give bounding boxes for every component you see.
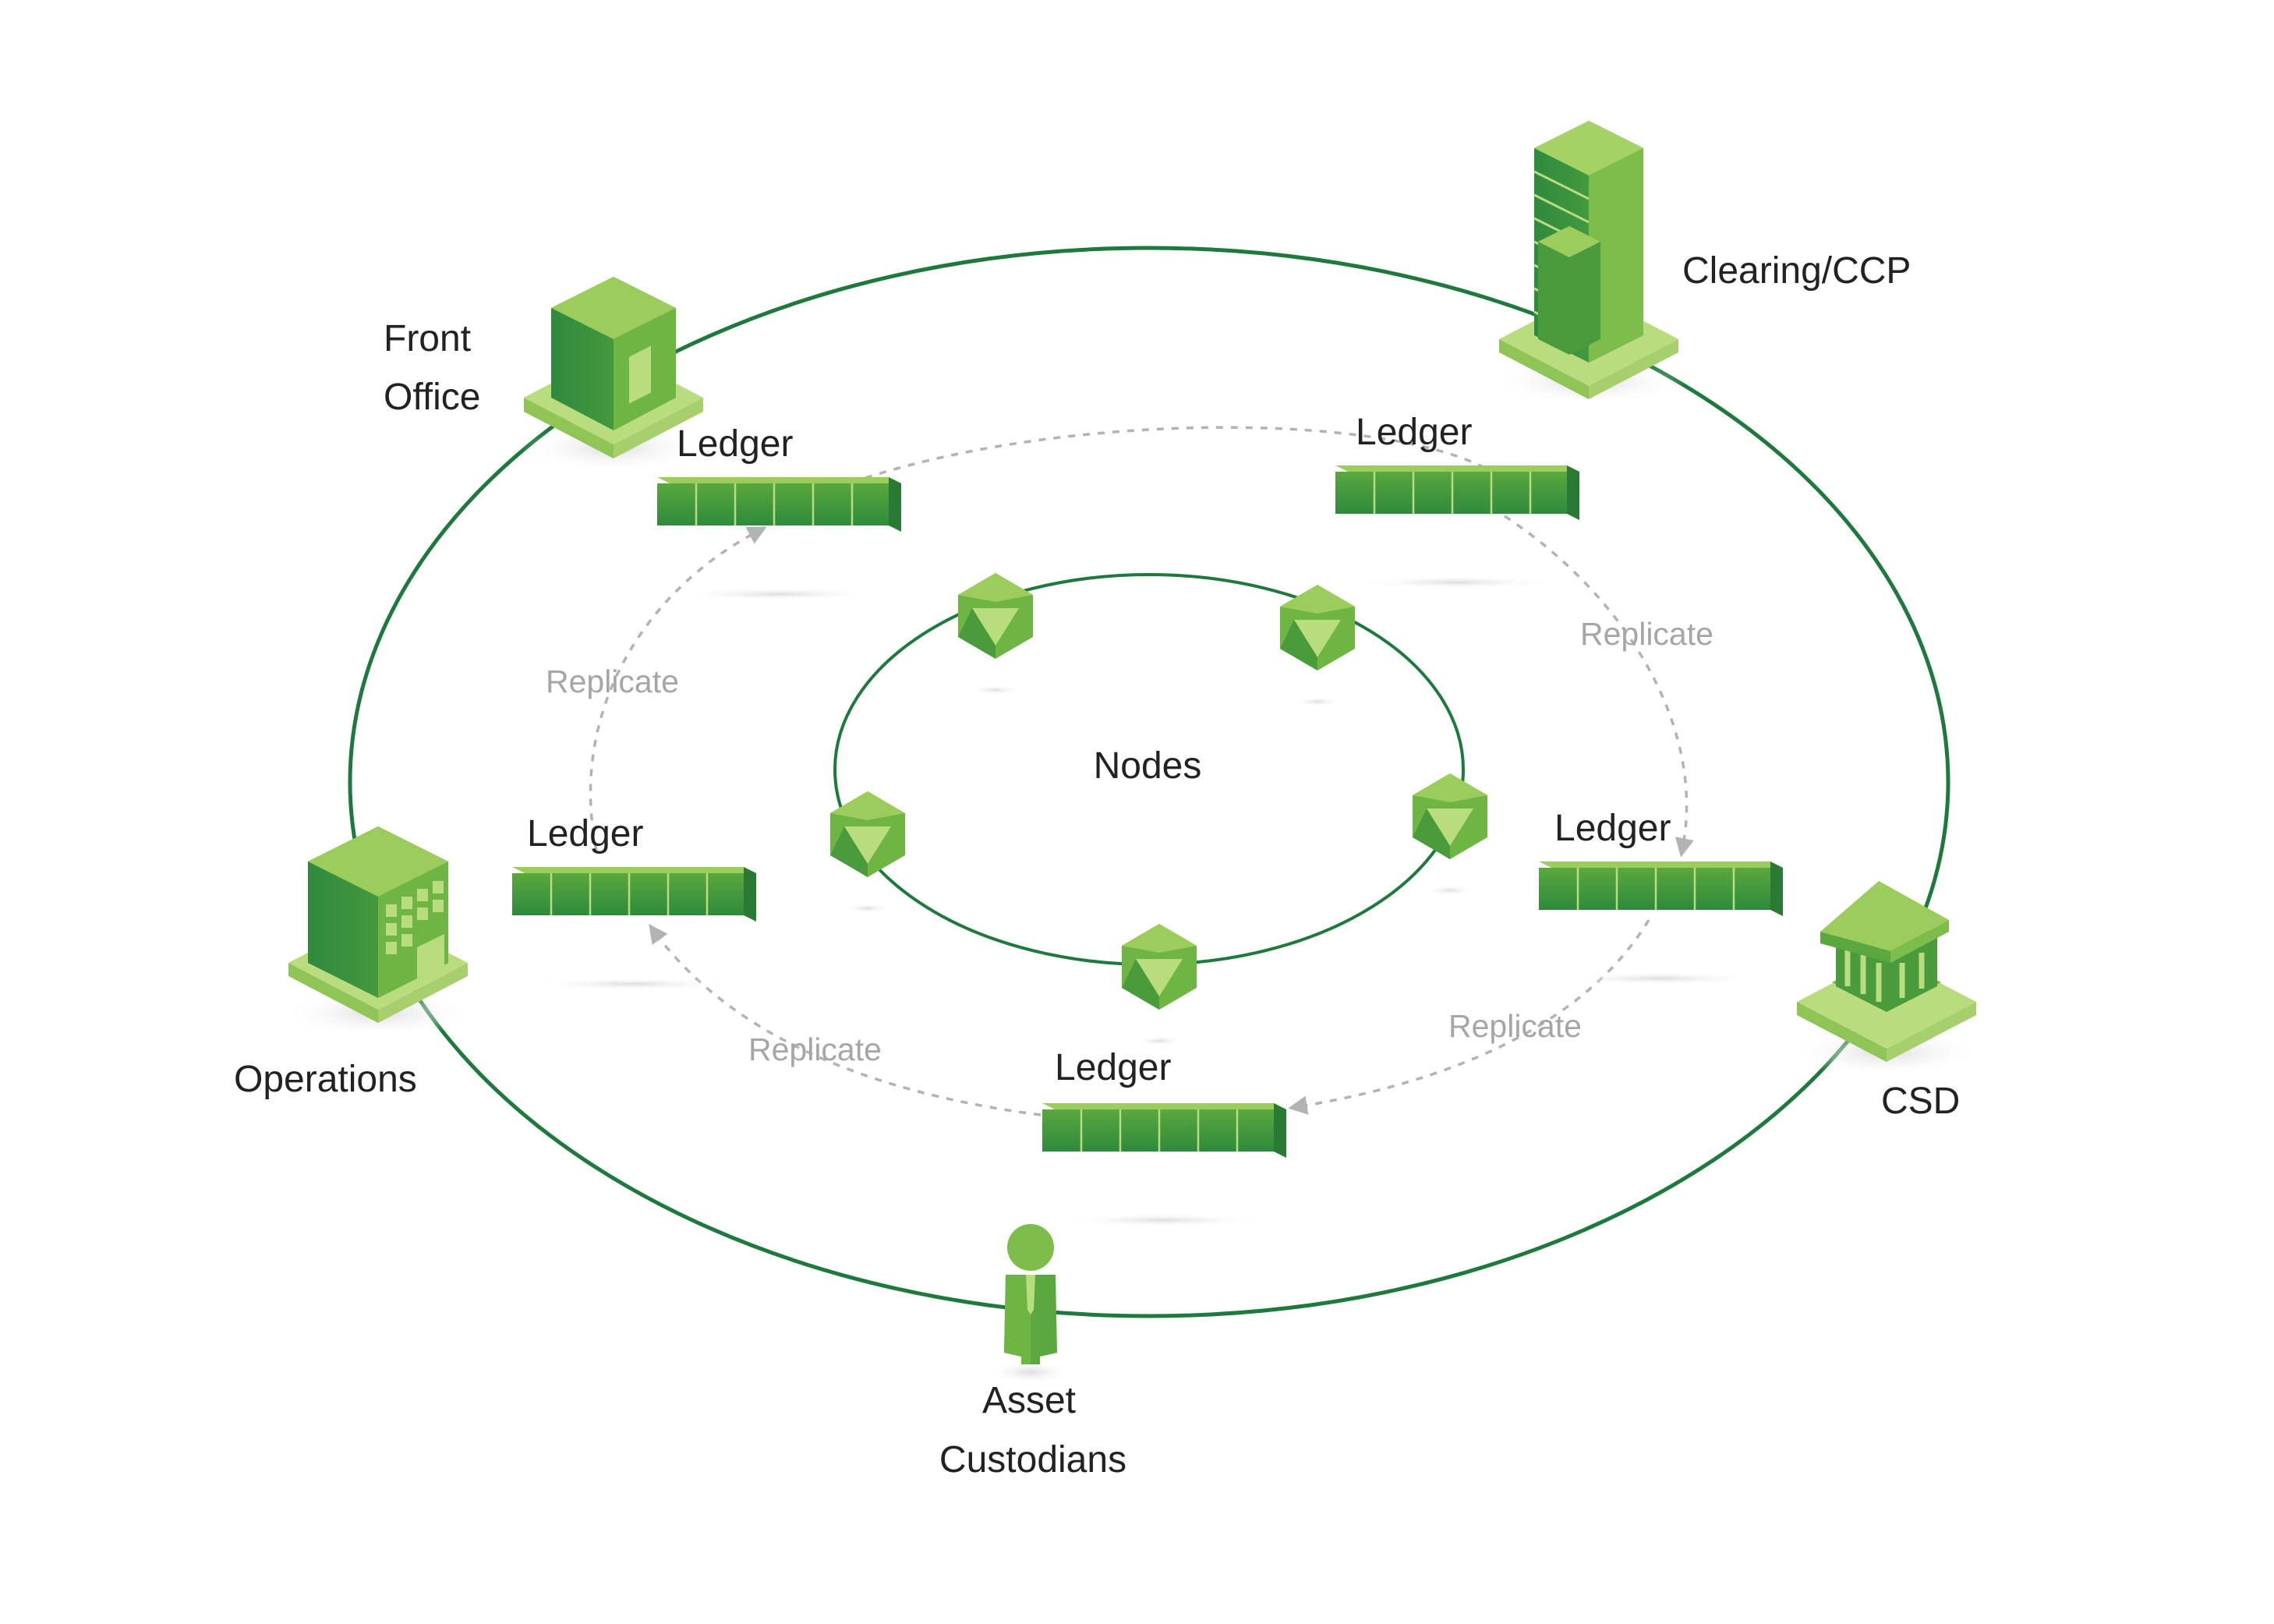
nodes-label: Nodes bbox=[1094, 745, 1202, 787]
replicate-arrow bbox=[1504, 515, 1694, 858]
csd-bank-icon bbox=[1789, 881, 1984, 1076]
replicate-label: Replicate bbox=[1448, 1008, 1582, 1044]
csd-label: CSD bbox=[1881, 1081, 1960, 1122]
ledger-icon bbox=[1042, 1103, 1286, 1226]
ledger-icon bbox=[1335, 465, 1579, 589]
node-icon bbox=[1122, 924, 1197, 1046]
node-icon bbox=[958, 573, 1033, 695]
front-office-label-line2: Office bbox=[384, 377, 481, 418]
ledger-icon bbox=[657, 477, 901, 600]
clearing-skyscraper-icon bbox=[1491, 121, 1686, 405]
ledger-icon bbox=[512, 867, 756, 990]
front-office-label-line1: Front bbox=[384, 318, 471, 359]
replicate-arrow bbox=[1288, 919, 1650, 1115]
replicate-arrow bbox=[649, 924, 1042, 1116]
replicate-arrow bbox=[589, 526, 767, 851]
node-icon bbox=[830, 791, 905, 913]
replicate-arrow bbox=[865, 426, 1514, 489]
front-office-icon bbox=[520, 277, 707, 472]
ledger-label: Ledger bbox=[527, 813, 643, 854]
asset-custodians-label-line2: Custodians bbox=[939, 1439, 1126, 1481]
asset-custodians-person-icon bbox=[988, 1224, 1073, 1384]
ledger-label: Ledger bbox=[1356, 412, 1472, 453]
replicate-label: Replicate bbox=[546, 663, 679, 699]
replicate-label: Replicate bbox=[748, 1031, 882, 1067]
ledger-label: Ledger bbox=[1554, 808, 1671, 849]
replication-loop bbox=[589, 426, 1694, 1116]
ledger-label: Ledger bbox=[1055, 1047, 1171, 1088]
replicate-label: Replicate bbox=[1580, 616, 1713, 652]
asset-custodians-label-line1: Asset bbox=[982, 1380, 1076, 1421]
node-icon bbox=[1280, 585, 1355, 706]
operations-label: Operations bbox=[234, 1059, 417, 1100]
operations-building-icon bbox=[281, 826, 476, 1037]
node-icon bbox=[1413, 773, 1487, 895]
ledger-label: Ledger bbox=[677, 423, 793, 465]
ledger-icon bbox=[1539, 862, 1783, 985]
outer-ring bbox=[348, 246, 1950, 1318]
clearing-label: Clearing/CCP bbox=[1682, 250, 1911, 292]
